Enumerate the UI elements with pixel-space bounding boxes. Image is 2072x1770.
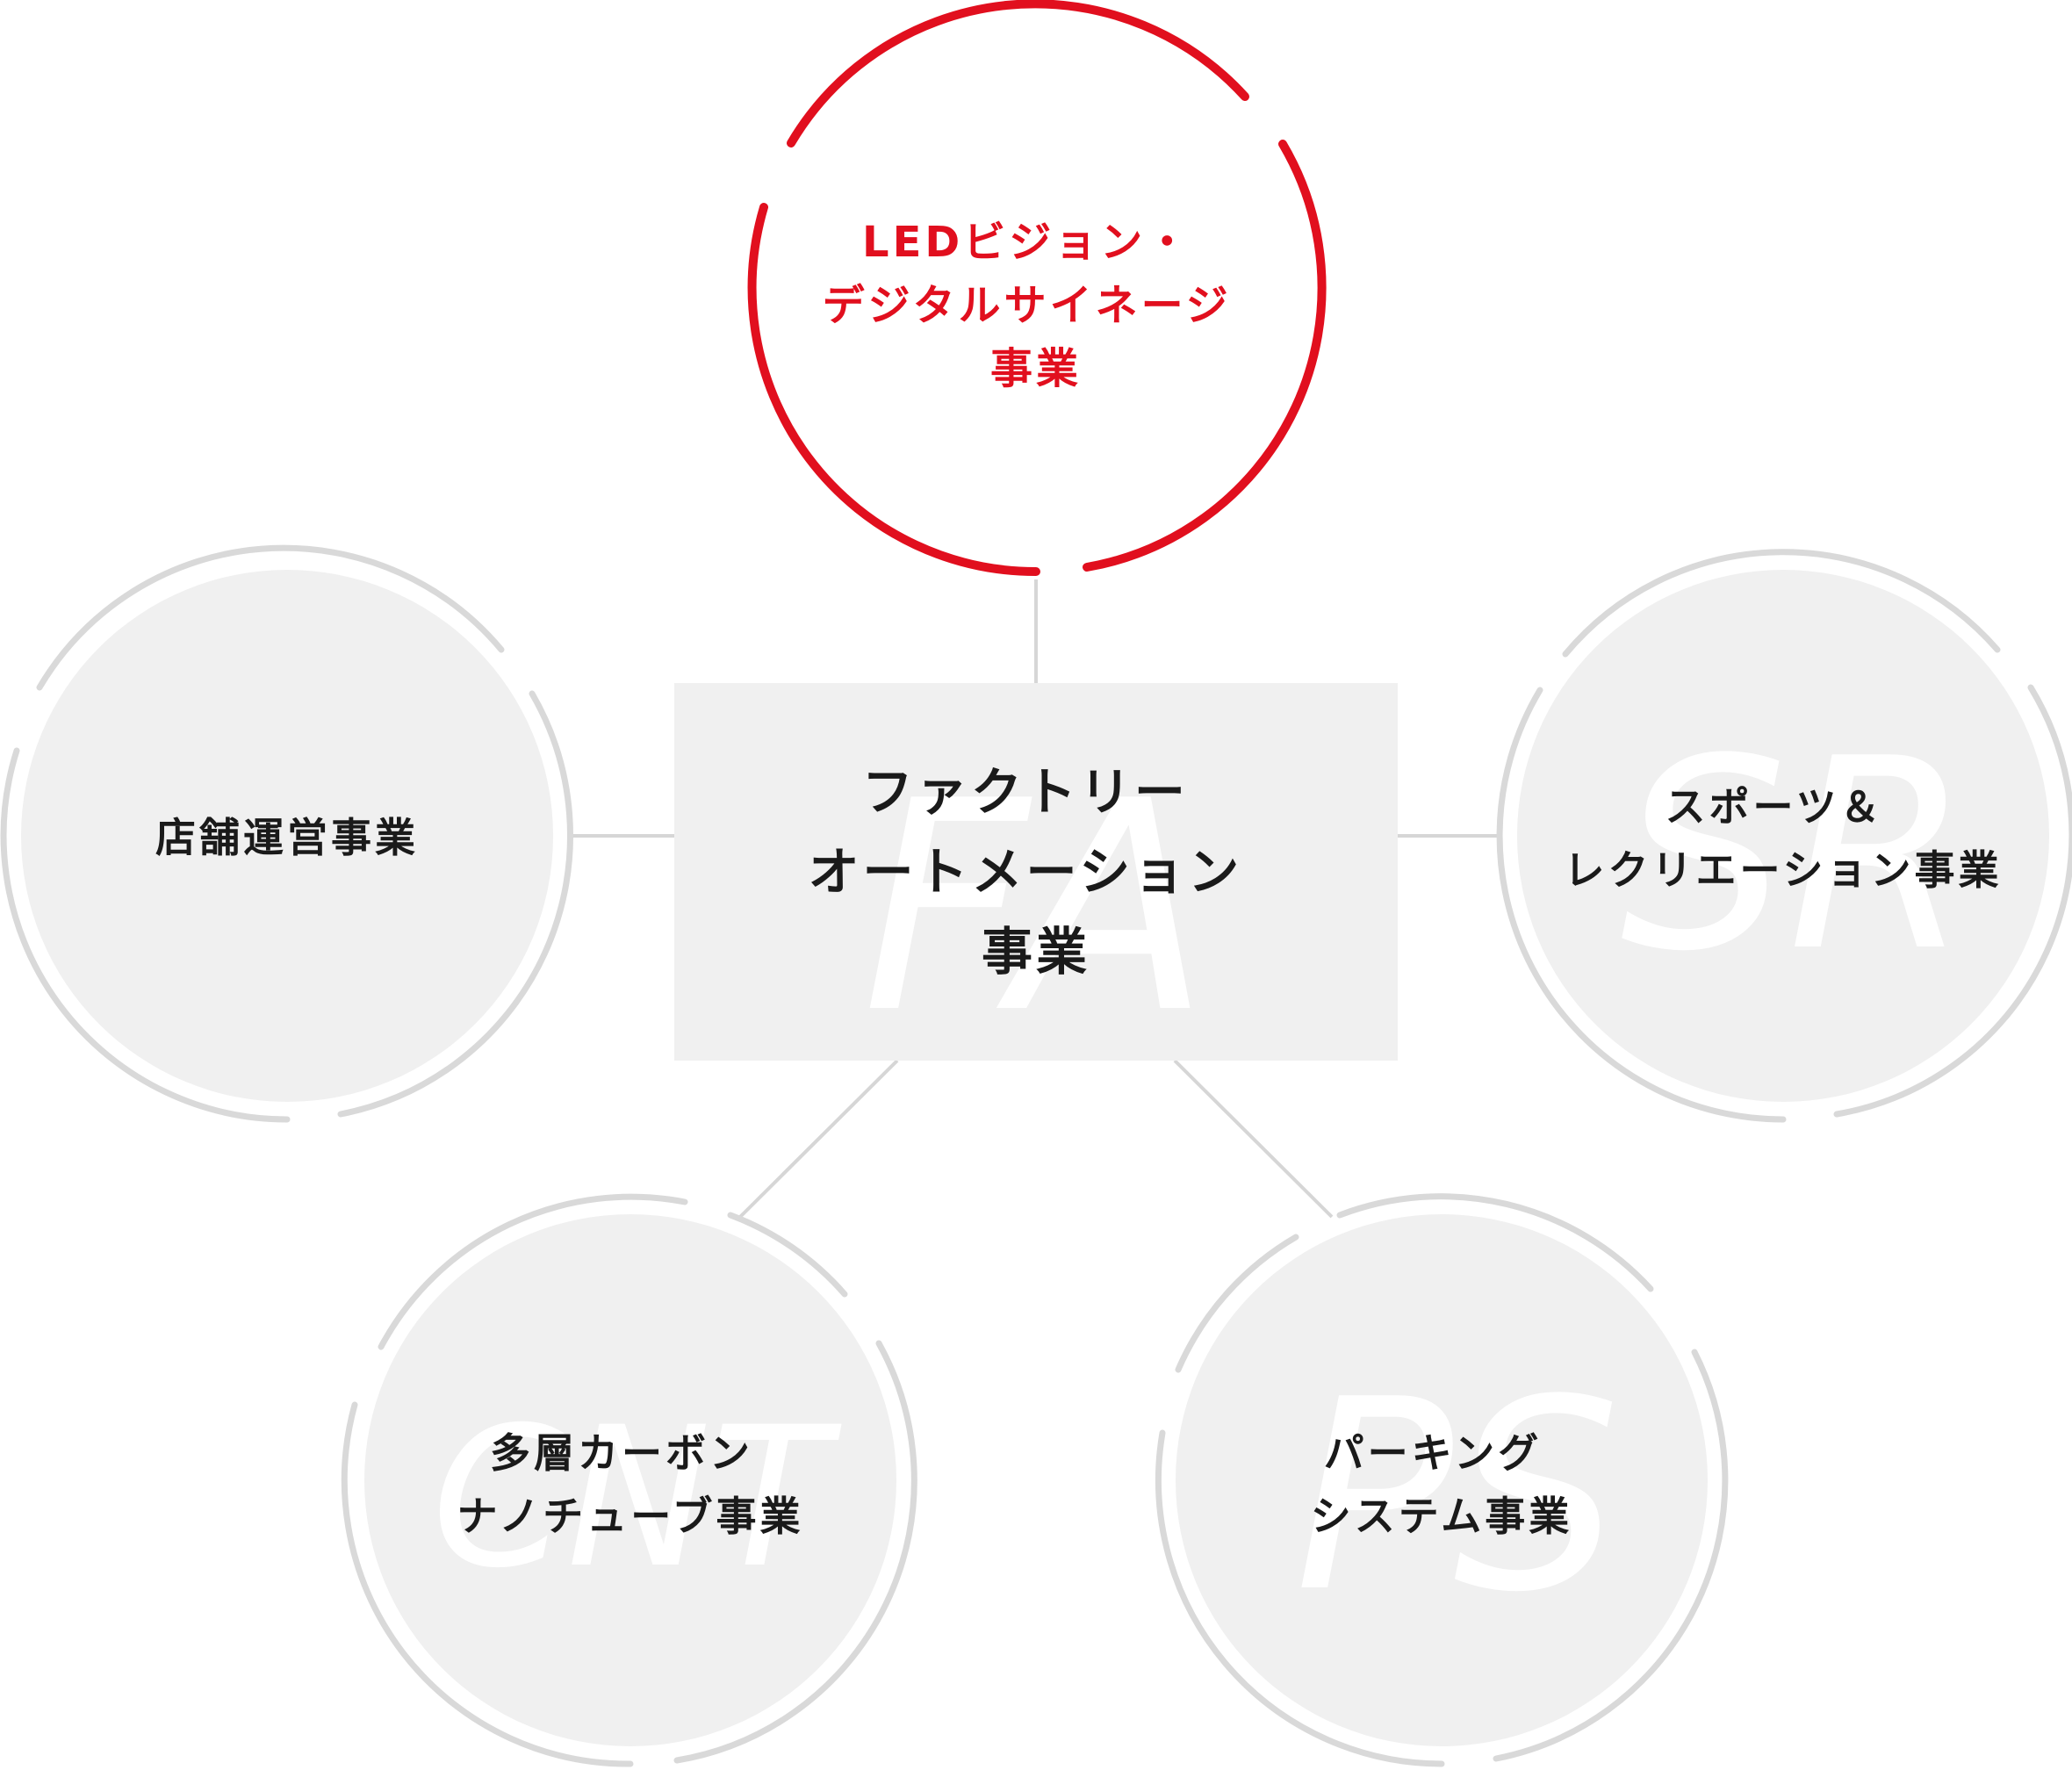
center-label-line-2: オートメーション xyxy=(808,842,1242,902)
center-box-bg xyxy=(674,683,1398,1061)
sports-label-line-2: レクリエーション事業 xyxy=(1564,846,2002,894)
led-ring-arc xyxy=(787,0,1249,148)
led-label: LEDビジョン・ デジタルサイネージ 事業 xyxy=(823,218,1250,393)
cnt-label: 多層カーボン ナノチューブ事業 xyxy=(457,1429,804,1540)
parking-label-line-1: パーキング xyxy=(1324,1429,1543,1477)
cnt-ring-arc xyxy=(727,1212,848,1298)
sports-label: スポーツ＆ レクリエーション事業 xyxy=(1564,783,2002,894)
parking-watermark: PS xyxy=(1294,1343,1620,1650)
parking-ring-arc xyxy=(1175,1234,1299,1373)
parking-label: パーキング システム事業 xyxy=(1311,1429,1573,1540)
led-ring-arc xyxy=(747,203,1040,577)
center-label-line-3: 事業 xyxy=(982,922,1090,982)
connector-parking xyxy=(1173,1059,1334,1219)
led-ring-arc xyxy=(1083,140,1327,572)
node-sports: SR スポーツ＆ レクリエーション事業 xyxy=(1496,549,2072,1123)
sports-ring-arc xyxy=(1496,687,1787,1123)
connectors xyxy=(569,579,1500,1219)
sports-ring-arc xyxy=(1562,549,2001,658)
node-parking: PS パーキング システム事業 xyxy=(1155,1193,1729,1767)
center-label: ファクトリー オートメーション 事業 xyxy=(808,762,1263,982)
node-store: 店舗運営事業 xyxy=(0,544,573,1123)
store-ring-arc xyxy=(337,690,573,1118)
parking-ring-arc xyxy=(1155,1429,1445,1767)
node-led: LEDビジョン・ デジタルサイネージ 事業 xyxy=(747,0,1327,577)
sports-ring-arc xyxy=(1833,684,2072,1118)
node-cnt: CNT 多層カーボン ナノチューブ事業 xyxy=(341,1193,917,1767)
center-label-line-1: ファクトリー xyxy=(862,762,1189,822)
led-label-line-3: 事業 xyxy=(990,344,1082,393)
parking-ring-arc xyxy=(1493,1349,1729,1762)
led-label-line-1: LEDビジョン・ xyxy=(862,218,1191,267)
parking-label-line-2: システム事業 xyxy=(1311,1493,1573,1540)
led-label-line-2: デジタルサイネージ xyxy=(823,281,1232,330)
center-watermark: FA xyxy=(862,739,1210,1076)
store-disc xyxy=(21,570,553,1102)
cnt-ring-arc xyxy=(378,1193,688,1350)
parking-disc xyxy=(1176,1214,1708,1746)
cnt-ring-arc xyxy=(673,1340,917,1764)
cnt-disc xyxy=(364,1214,896,1746)
store-ring-arc xyxy=(36,544,505,691)
sports-label-line-1: スポーツ＆ xyxy=(1665,783,1883,831)
cnt-label-line-1: 多層カーボン xyxy=(490,1429,753,1477)
store-label: 店舗運営事業 xyxy=(155,814,419,861)
sports-disc xyxy=(1517,570,2049,1102)
connector-cnt xyxy=(738,1059,899,1219)
cnt-ring-arc xyxy=(341,1401,634,1767)
cnt-watermark: CNT xyxy=(432,1385,842,1610)
sports-watermark: SR xyxy=(1621,702,1971,1009)
parking-ring-arc xyxy=(1336,1193,1654,1292)
cnt-label-line-2: ナノチューブ事業 xyxy=(457,1493,804,1540)
center-box: FA ファクトリー オートメーション 事業 xyxy=(674,683,1398,1076)
store-ring-arc xyxy=(0,747,291,1123)
store-label-line-1: 店舗運営事業 xyxy=(155,814,419,861)
